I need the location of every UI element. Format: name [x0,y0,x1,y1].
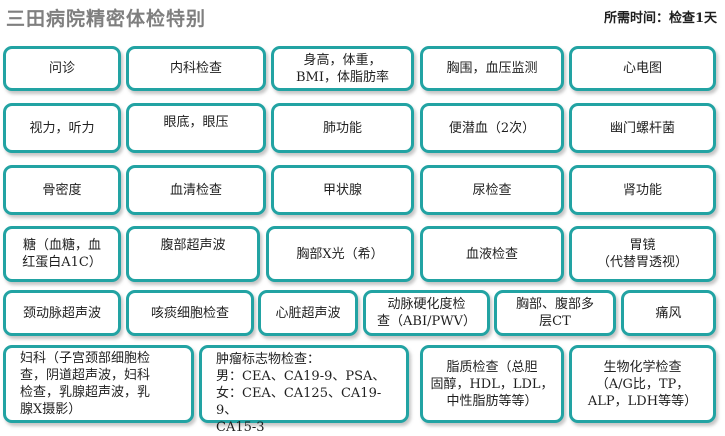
item-carotid-ultrasound: 颈动脉超声波 [3,290,121,336]
item-chest-bp: 胸围，血压监测 [420,46,564,91]
exam-duration: 所需时间：检查1天 [603,11,717,26]
item-consultation: 问诊 [3,46,121,91]
item-sputum-cytology: 咳痰细胞检查 [126,290,254,336]
item-height-weight: 身高，体重， BMI，体脂肪率 [271,46,414,91]
item-gynecology: 妇科（子宫颈部细胞检 查，阴道超声波，妇科 检查，乳腺超声波，乳 腺X摄影） [3,345,194,423]
item-urine-test: 尿检查 [420,165,564,215]
item-occult-blood: 便潜血（2次） [420,103,564,153]
item-vision-hearing: 视力，听力 [3,103,121,153]
item-chest-xray: 胸部X光（希） [266,226,414,282]
item-kidney-function: 肾功能 [569,165,716,215]
item-helicobacter: 幽门螺杆菌 [569,103,716,153]
item-blood-sugar: 糖（血糖，血 红蛋白A1C） [3,226,121,282]
item-lung-function: 肺功能 [271,103,414,153]
item-tumor-markers: 肿瘤标志物检查： 男：CEA、CA19-9、PSA、 女：CEA、CA125、C… [199,345,409,435]
item-biochemistry: 生物化学检查 （A/G比，TP， ALP，LDH等等） [569,345,716,423]
item-thyroid: 甲状腺 [271,165,414,215]
item-serum-test: 血清检查 [126,165,266,215]
item-ecg: 心电图 [569,46,716,91]
item-gastroscopy: 胃镜 （代替胃透视） [569,226,716,282]
item-arteriosclerosis: 动脉硬化度检 查（ABI/PWV） [363,290,490,336]
page-title: 三田病院精密体检特别 [6,8,207,30]
item-heart-ultrasound: 心脏超声波 [258,290,358,336]
item-gout: 痛风 [621,290,716,336]
item-blood-test: 血液检查 [420,226,564,282]
item-fundus-eye-pressure: 眼底，眼压 [126,103,266,153]
item-chest-abdomen-ct: 胸部、腹部多 层CT [494,290,616,336]
item-bone-density: 骨密度 [3,165,121,215]
item-abdominal-ultrasound: 腹部超声波 [126,226,260,282]
item-lipid-test: 脂质检查（总胆 固醇，HDL，LDL， 中性脂肪等等） [420,345,564,423]
item-internal-medicine: 内科检查 [126,46,266,91]
